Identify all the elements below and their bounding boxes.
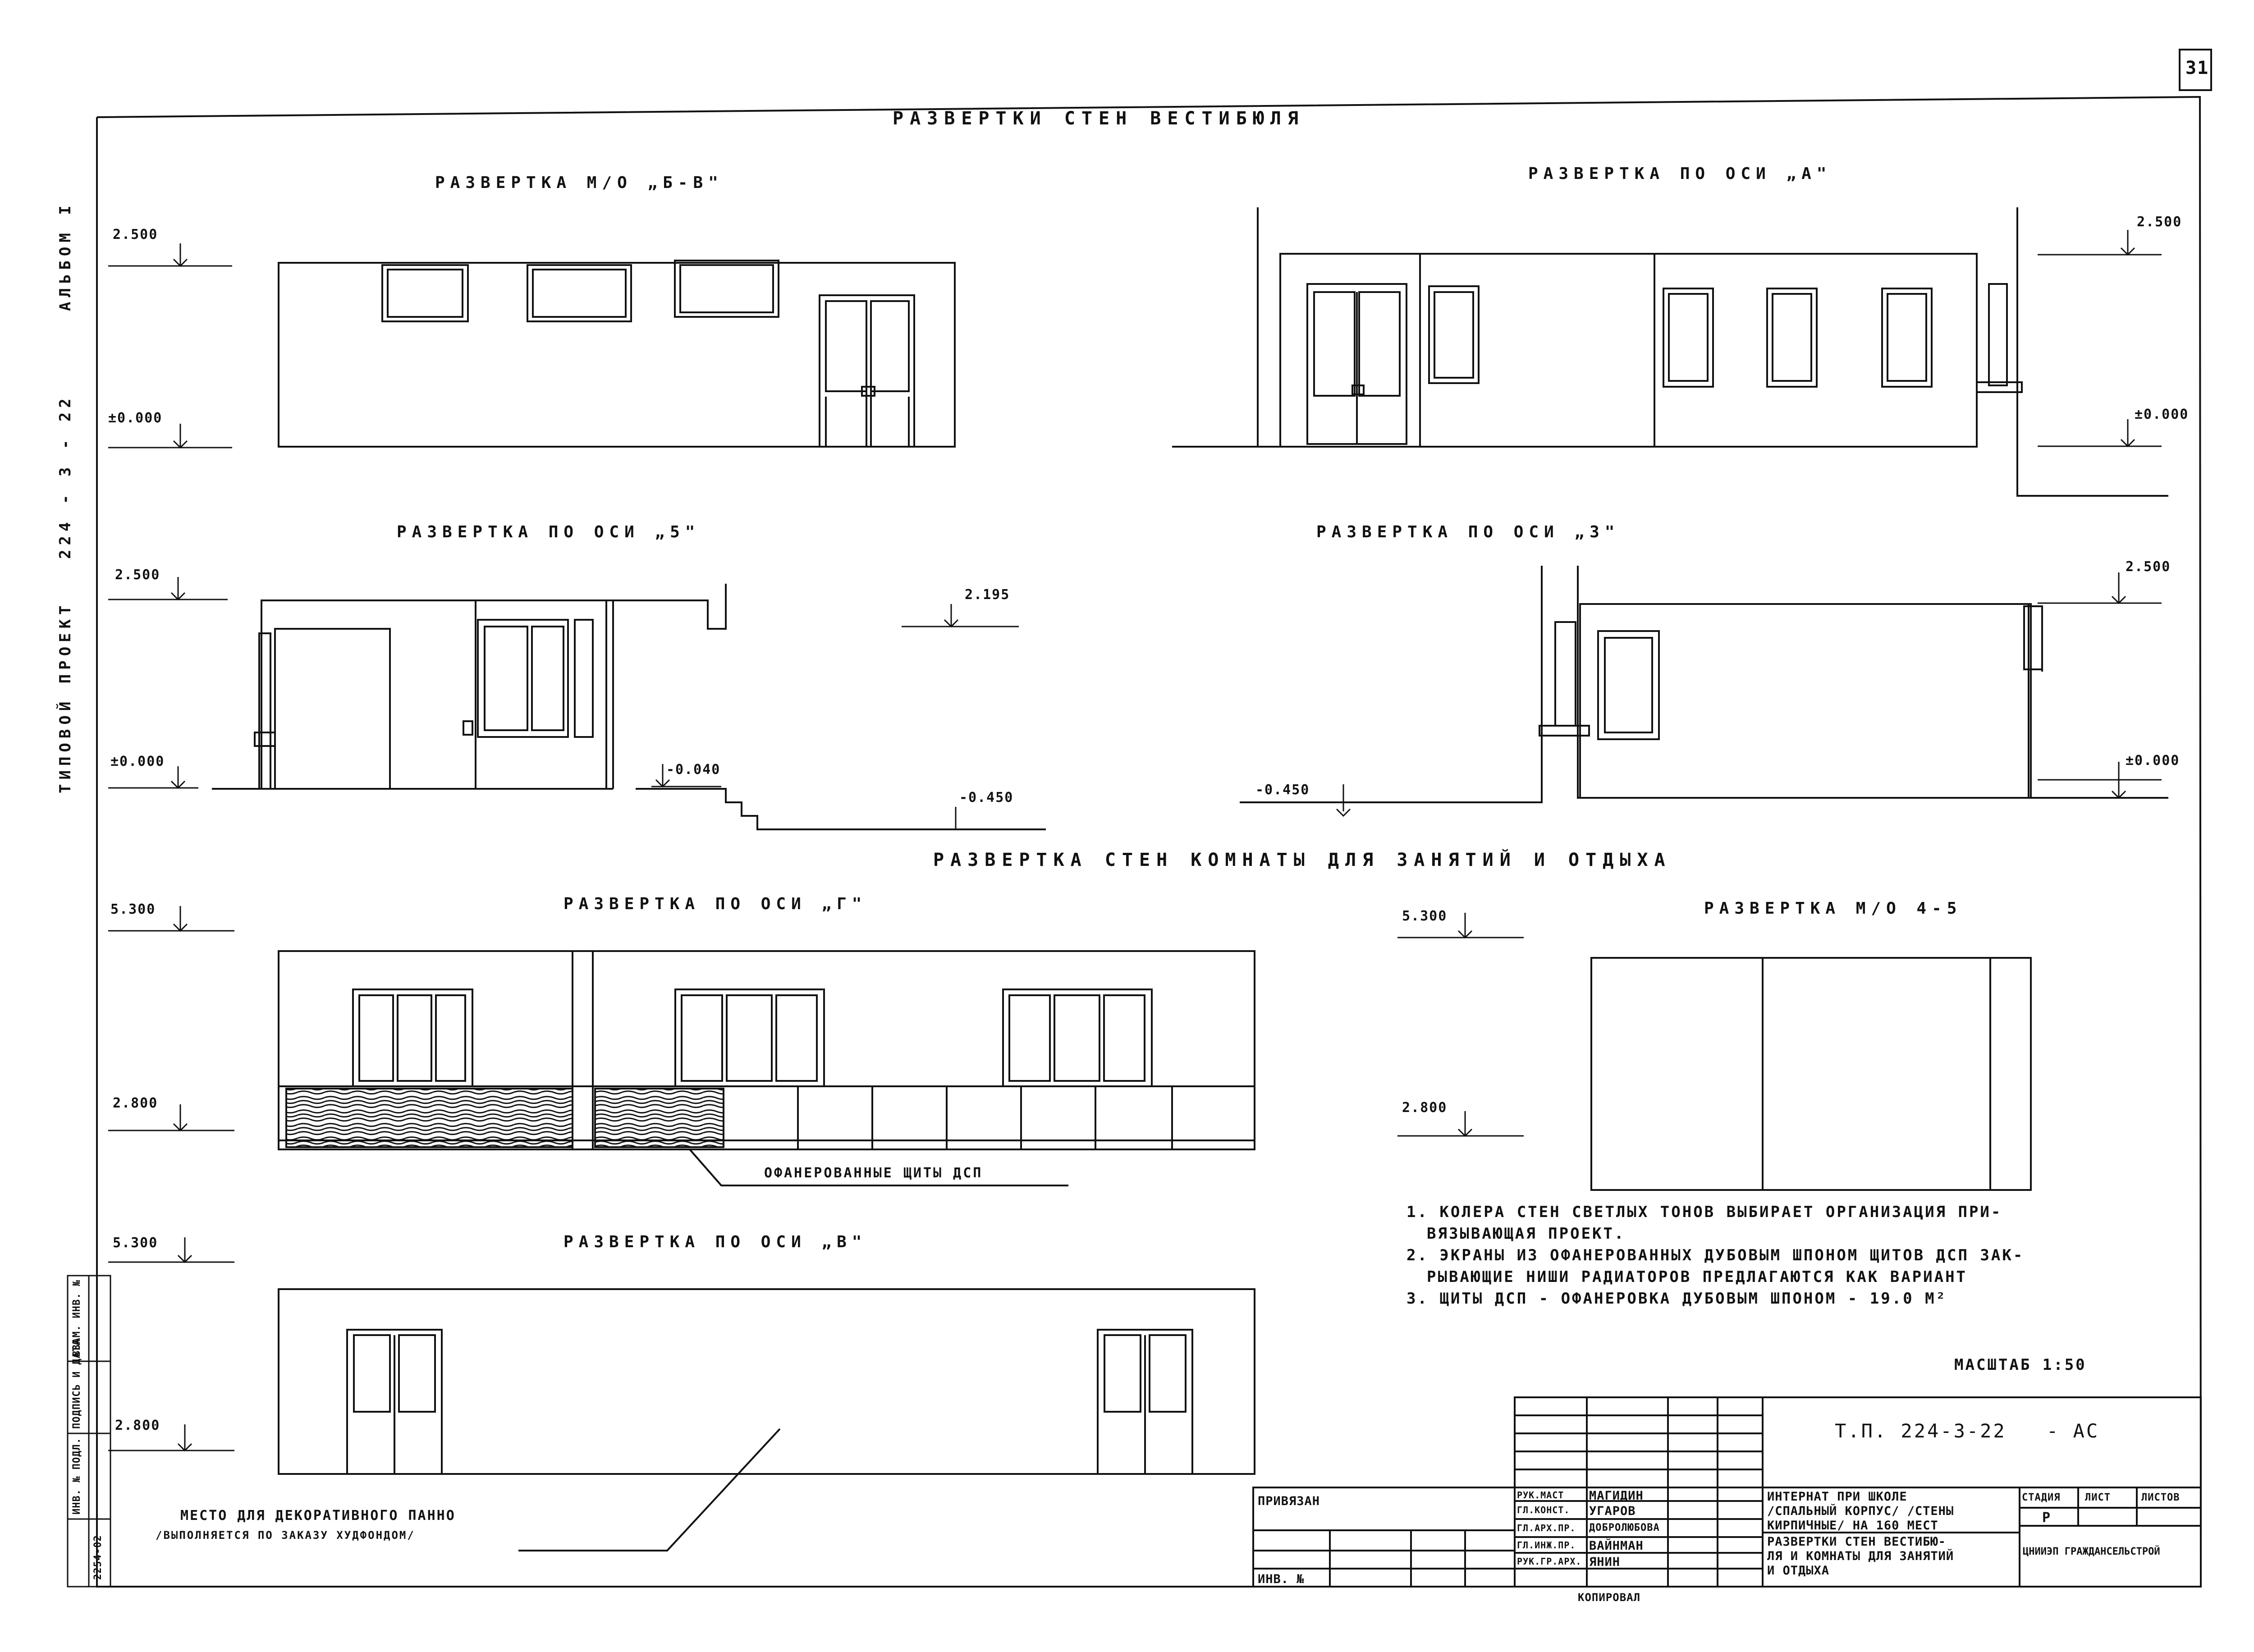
role-label: ГЛ.ИНЖ.ПР. [1517,1540,1576,1551]
sheet-label: ЛИСТ [2085,1492,2111,1503]
view-6-title: РАЗВЕРТКА М/О 4-5 [1704,899,1962,918]
project-prefix: ТИПОВОЙ ПРОЕКТ [56,601,74,793]
level-label: ±0.000 [2126,753,2180,769]
view-7-axis-v [278,1288,1255,1551]
level-markers [108,230,2162,1452]
sheet-name-line: ЛЯ И КОМНАТЫ ДЛЯ ЗАНЯТИЙ [1767,1549,1954,1563]
level-label: 2.500 [113,227,158,243]
scale-label: МАСШТАБ 1:50 [1954,1356,2087,1374]
level-label: 5.300 [110,902,156,917]
section-title-room: РАЗВЕРТКА СТЕН КОМНАТЫ ДЛЯ ЗАНЯТИЙ И ОТД… [933,850,1672,870]
doc-code: Т.П. 224-3-22 [1835,1420,2007,1442]
dsp-callout: ОФАНЕРОВАННЫЕ ЩИТЫ ДСП [764,1165,983,1181]
notes: 1. КОЛЕРА СТЕН СВЕТЛЫХ ТОНОВ ВЫБИРАЕТ ОР… [1406,1201,2024,1309]
level-label: 2.195 [965,587,1010,603]
note-line: 1. КОЛЕРА СТЕН СВЕТЛЫХ ТОНОВ ВЫБИРАЕТ ОР… [1406,1203,2002,1221]
panel-callout-line-1: МЕСТО ДЛЯ ДЕКОРАТИВНОГО ПАННО [180,1508,456,1524]
panel-callout-line-2: /ВЫПОЛНЯЕТСЯ ПО ЗАКАЗУ ХУДФОНДОМ/ [156,1529,415,1542]
view-1-wall-b-v [278,260,956,448]
doc-mark: - АС [2047,1420,2100,1442]
note-line: РЫВАЮЩИЕ НИШИ РАДИАТОРОВ ПРЕДЛАГАЮТСЯ КА… [1427,1268,1968,1286]
level-label: 2.800 [113,1095,158,1111]
inv-label: ИНВ. № [1258,1572,1305,1586]
sheets-label: ЛИСТОВ [2141,1492,2180,1503]
stamp-cell: ИНВ. № ПОДЛ. [71,1437,82,1515]
name-label: ДОБРОЛЮБОВА [1589,1522,1660,1533]
view-5-title: РАЗВЕРТКА ПО ОСИ „Г" [564,895,867,913]
note-line: 3. ЩИТЫ ДСП - ОФАНЕРОВКА ДУБОВЫМ ШПОНОМ … [1406,1290,1947,1308]
level-label: -0.040 [666,762,721,778]
copied-label: КОПИРОВАЛ [1578,1591,1641,1604]
privyazan-label: ПРИВЯЗАН [1258,1494,1320,1508]
sheet-name-line: РАЗВЕРТКИ СТЕН ВЕСТИБЮ- [1767,1535,1946,1549]
section-title-vestibule: РАЗВЕРТКИ СТЕН ВЕСТИБЮЛЯ [893,108,1305,129]
level-label: 2.500 [2137,214,2182,230]
role-label: РУК.МАСТ [1517,1490,1564,1501]
view-6-wall-4-5 [1590,957,2032,1191]
view-7-title: РАЗВЕРТКА ПО ОСИ „В" [564,1233,867,1251]
title-block-grid [1252,1396,2202,1588]
project-name-line: ИНТЕРНАТ ПРИ ШКОЛЕ [1767,1490,1907,1504]
name-label: УГАРОВ [1589,1504,1636,1518]
note-line: 2. ЭКРАНЫ ИЗ ОФАНЕРОВАННЫХ ДУБОВЫМ ШПОНО… [1406,1246,2025,1264]
stage-value: Р [2042,1510,2051,1526]
level-label: -0.450 [959,790,1014,805]
level-label: -0.450 [1255,782,1310,798]
project-code: 224 - 3 - 22 [56,394,74,559]
view-3-axis-5 [212,584,1046,830]
sheet-name-line: И ОТДЫХА [1767,1564,1830,1578]
stamp-strip [67,1275,111,1588]
level-label: 5.300 [1402,908,1448,924]
level-label: 2.500 [2126,559,2171,575]
album-label: АЛЬБОМ I [56,201,74,311]
view-4-axis-3 [1240,566,2168,803]
project-name-line: КИРПИЧНЫЕ/ НА 160 МЕСТ [1767,1519,1938,1533]
role-label: РУК.ГР.АРХ. [1517,1556,1582,1567]
sheet-number: 31 [2185,58,2209,78]
org-name: ЦНИИЭП ГРАЖДАНСЕЛЬСТРОЙ [2023,1546,2160,1557]
name-label: ВАЙНМАН [1589,1539,1644,1553]
role-label: ГЛ.АРХ.ПР. [1517,1523,1576,1533]
level-label: 2.500 [115,567,160,583]
view-2-axis-a [1172,207,2168,497]
project-name-line: /СПАЛЬНЫЙ КОРПУС/ /СТЕНЫ [1767,1504,1954,1518]
stamp-cell: ПОДПИСЬ И ДАТА [71,1339,82,1429]
view-2-title: РАЗВЕРТКА ПО ОСИ „А" [1528,165,1832,183]
level-label: ±0.000 [2135,407,2189,422]
view-4-title: РАЗВЕРТКА ПО ОСИ „3" [1316,523,1620,541]
stage-label: СТАДИЯ [2022,1492,2061,1503]
level-label: 2.800 [115,1418,160,1433]
view-5-axis-g [278,950,1255,1186]
level-label: 2.800 [1402,1100,1448,1116]
stamp-cell: 2254-02 [92,1535,104,1580]
note-line: ВЯЗЫВАЮЩАЯ ПРОЕКТ. [1427,1225,1626,1243]
level-label: ±0.000 [110,754,165,769]
view-3-title: РАЗВЕРТКА ПО ОСИ „5" [397,523,701,541]
name-label: ЯНИН [1589,1555,1621,1569]
name-label: МАГИДИН [1589,1489,1644,1503]
sheet-border [96,49,2212,1588]
view-1-title: РАЗВЕРТКА М/О „Б-В" [435,174,724,192]
level-label: 5.300 [113,1235,158,1251]
role-label: ГЛ.КОНСТ. [1517,1505,1570,1515]
level-label: ±0.000 [108,410,163,426]
